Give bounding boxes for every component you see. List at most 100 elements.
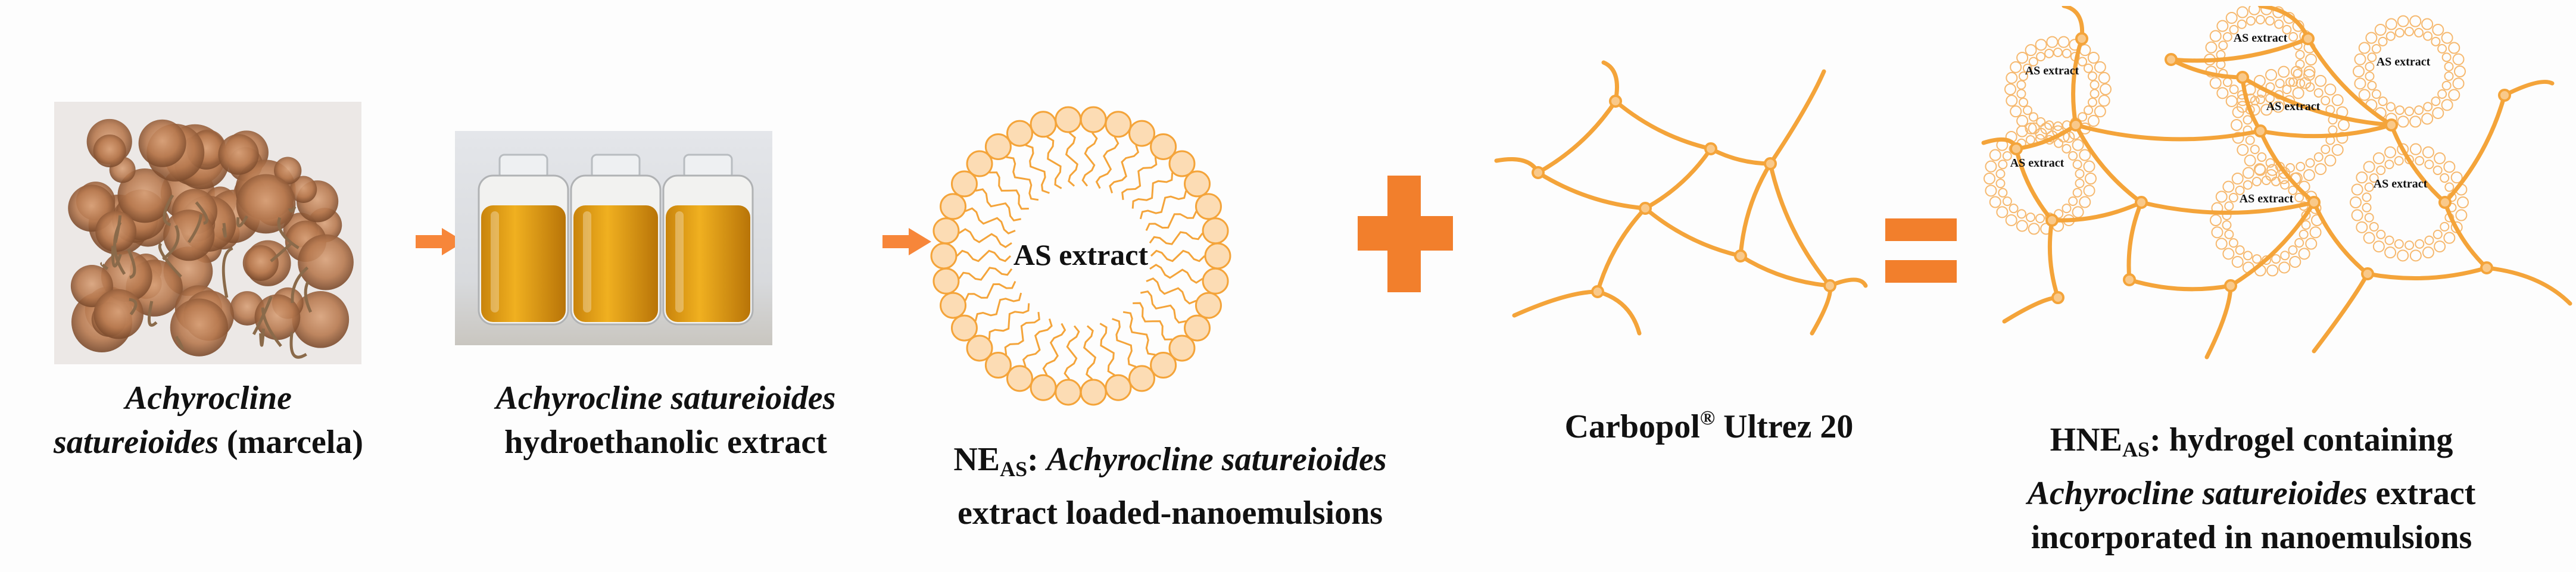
- surfactant-head: [930, 242, 958, 270]
- micelle-label: AS extract: [2266, 100, 2321, 113]
- surfactant-head: [2409, 249, 2422, 262]
- polymer-chain: [2073, 123, 2263, 142]
- surfactant-tail: [2243, 251, 2253, 261]
- surfactant-head: [1128, 120, 1156, 147]
- surfactant-head: [2421, 18, 2434, 30]
- surfactant-tail: [1146, 277, 1197, 305]
- surfactant-tail: [958, 267, 1013, 281]
- common-name: (marcela): [218, 424, 363, 461]
- surfactant-tail: [1121, 157, 1158, 200]
- surfactant-head: [2372, 240, 2385, 253]
- stem: [162, 224, 180, 261]
- crosslink-node: [1591, 285, 1604, 298]
- surfactant-head: [2278, 261, 2291, 274]
- surfactant-tail: [1995, 179, 2006, 189]
- surfactant-head: [2432, 107, 2444, 119]
- abbrev-sub: AS: [1000, 457, 1028, 481]
- flower-head: [218, 134, 259, 175]
- surfactant-head: [1195, 193, 1222, 220]
- polymer-name: Carbopol: [1564, 408, 1700, 445]
- extract-vials-photo: [455, 131, 772, 345]
- surfactant-tail: [2295, 60, 2305, 70]
- surfactant-tail: [2305, 82, 2315, 92]
- flower-head: [163, 210, 215, 261]
- as-extract-label: AS extract: [1013, 238, 1149, 271]
- surfactant-tail: [2385, 102, 2396, 112]
- surfactant-head: [2450, 171, 2463, 184]
- polymer-chain: [1512, 289, 1600, 318]
- surfactant-head: [1150, 133, 1177, 160]
- crosslink-node: [1704, 142, 1717, 155]
- surfactant-head: [1168, 335, 1196, 362]
- surfactant-tail: [1083, 325, 1097, 380]
- surfactant-tail: [2072, 187, 2082, 198]
- surfactant-head: [1055, 106, 1082, 133]
- surfactant-tail: [2371, 89, 2381, 99]
- surfactant-tail: [2362, 192, 2372, 202]
- surfactant-tail: [2078, 112, 2088, 122]
- crosslink-node: [2385, 118, 2398, 132]
- surfactant-head: [2452, 53, 2465, 65]
- surfactant-head: [2397, 249, 2409, 262]
- surfactant-head: [2266, 264, 2279, 277]
- surfactant-head: [1080, 106, 1107, 133]
- surfactant-tail: [2256, 94, 2266, 104]
- surfactant-tail: [2016, 89, 2026, 99]
- species-name: Achyrocline satureioides: [495, 380, 836, 417]
- polymer-chain: [2228, 200, 2316, 288]
- surfactant-head: [2363, 161, 2375, 173]
- surfactant-tail: [2415, 239, 2425, 249]
- abbrev: NE: [953, 441, 1000, 478]
- surfactant-head: [2305, 237, 2318, 250]
- crosslink-node: [2361, 267, 2374, 280]
- surfactant-head: [2094, 61, 2106, 73]
- hydrogel-label: HNEAS: hydrogel containing Achyrocline s…: [2028, 418, 2476, 560]
- surfactant-head: [2232, 132, 2244, 144]
- stem: [304, 281, 312, 313]
- polymer-chain: [2014, 146, 2054, 223]
- surfactant-tail: [2257, 152, 2267, 162]
- polymer-chain: [2443, 200, 2489, 270]
- surfactant-head: [2448, 89, 2460, 101]
- surfactant-head: [2298, 248, 2310, 260]
- stem: [291, 266, 309, 303]
- stem: [100, 262, 109, 270]
- surfactant-tail: [2364, 212, 2374, 223]
- crosslink-node: [1764, 157, 1777, 170]
- polymer-grade: Ultrez 20: [1715, 408, 1854, 445]
- crosslink-node: [1823, 279, 1836, 292]
- surfactant-head: [2384, 146, 2397, 158]
- surfactant-tail: [2271, 254, 2281, 264]
- surfactant-tail: [2440, 221, 2450, 232]
- surfactant-head: [2272, 101, 2285, 113]
- polymer-chain: [2127, 277, 2233, 292]
- surfactant-tail: [2019, 71, 2029, 82]
- surfactant-head: [2035, 39, 2047, 51]
- surfactant-tail: [2404, 27, 2414, 37]
- surfactant-tail: [1149, 231, 1203, 245]
- description: incorporated in nanoemulsions: [2031, 519, 2472, 556]
- surfactant-head: [2409, 115, 2422, 128]
- surfactant-head: [2358, 89, 2371, 101]
- polymer-chain: [2258, 129, 2316, 205]
- surfactant-head: [2324, 154, 2337, 167]
- polymer-chain: [2071, 36, 2084, 127]
- surfactant-tail: [2321, 96, 2331, 106]
- polymer-chain: [2169, 57, 2245, 80]
- species-name: Achyrocline satureioides: [2027, 475, 2368, 512]
- surfactant-head: [2354, 77, 2366, 90]
- surfactant-tail: [2384, 160, 2394, 170]
- surfactant-tail: [2296, 161, 2306, 171]
- crosslink-node: [2480, 261, 2493, 274]
- description: : hydrogel containing: [2150, 421, 2453, 458]
- surfactant-tail: [2062, 143, 2072, 154]
- stem: [187, 214, 203, 243]
- surfactant-head: [2244, 154, 2256, 167]
- surfactant-tail: [2090, 89, 2100, 99]
- surfactant-head: [2236, 6, 2248, 18]
- surfactant-tail: [2274, 19, 2284, 29]
- surfactant-tail: [2250, 144, 2260, 154]
- flower-head: [170, 298, 228, 357]
- surfactant-tail: [1065, 132, 1078, 187]
- polymer-chain: [1738, 161, 1773, 258]
